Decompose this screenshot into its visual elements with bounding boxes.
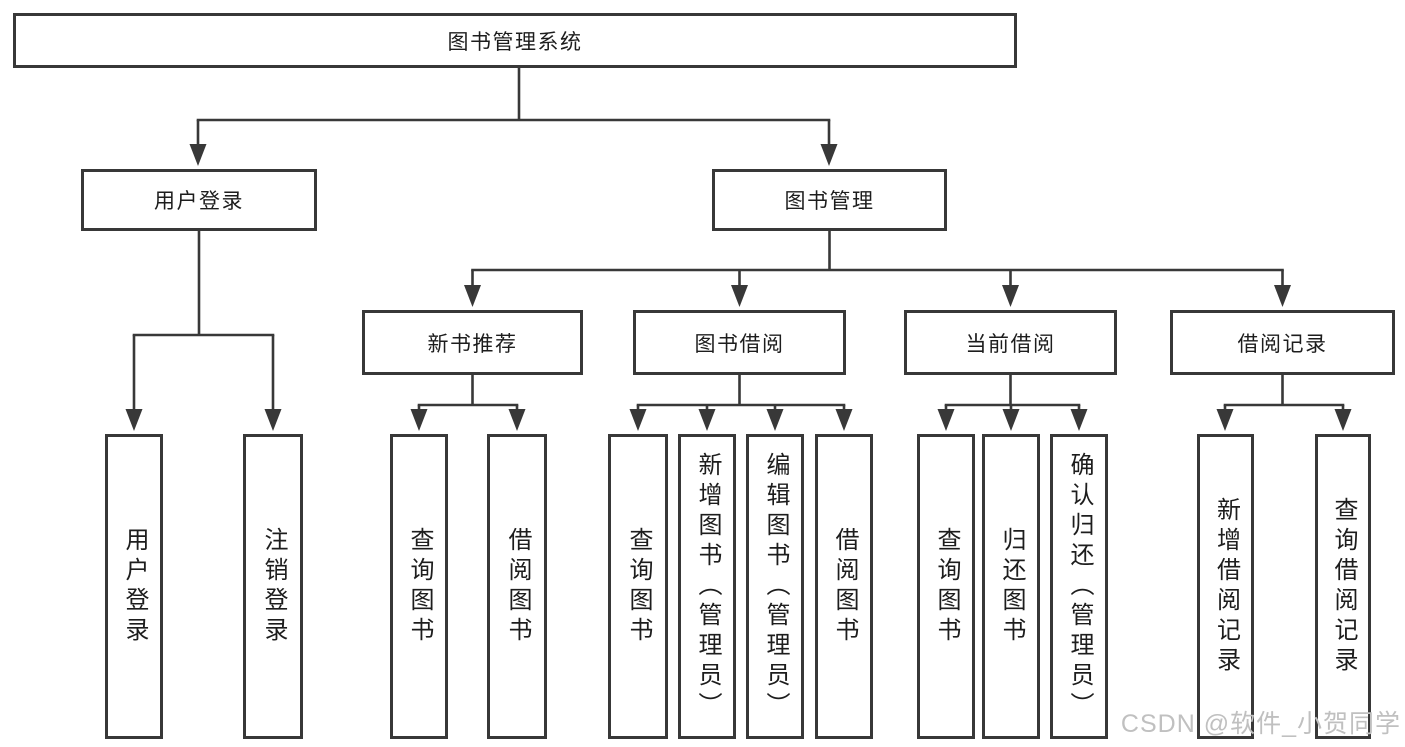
leaf-records-query-record: 查询借阅记录 <box>1315 434 1371 739</box>
node-book-management: 图书管理 <box>712 169 947 231</box>
leaf-newbooks-query-books: 查询图书 <box>390 434 448 739</box>
node-user-login: 用户登录 <box>81 169 317 231</box>
leaf-current-query-books: 查询图书 <box>917 434 975 739</box>
leaf-current-return-books: 归还图书 <box>982 434 1040 739</box>
node-book-borrow: 图书借阅 <box>633 310 846 375</box>
leaf-records-add-record: 新增借阅记录 <box>1197 434 1254 739</box>
leaf-borrow-borrow-books: 借阅图书 <box>815 434 873 739</box>
node-current-borrow: 当前借阅 <box>904 310 1117 375</box>
node-borrow-records: 借阅记录 <box>1170 310 1395 375</box>
leaf-borrow-add-books-admin: 新增图书（管理员） <box>678 434 736 739</box>
leaf-borrow-query-books: 查询图书 <box>608 434 668 739</box>
node-library-system: 图书管理系统 <box>13 13 1017 68</box>
leaf-borrow-edit-books-admin: 编辑图书（管理员） <box>746 434 804 739</box>
leaf-current-confirm-return-admin: 确认归还（管理员） <box>1050 434 1108 739</box>
leaf-user-login: 用户登录 <box>105 434 163 739</box>
node-new-book-recommend: 新书推荐 <box>362 310 583 375</box>
csdn-watermark: CSDN @软件_小贺同学 <box>1120 710 1401 738</box>
leaf-newbooks-borrow-books: 借阅图书 <box>487 434 547 739</box>
leaf-logout: 注销登录 <box>243 434 303 739</box>
